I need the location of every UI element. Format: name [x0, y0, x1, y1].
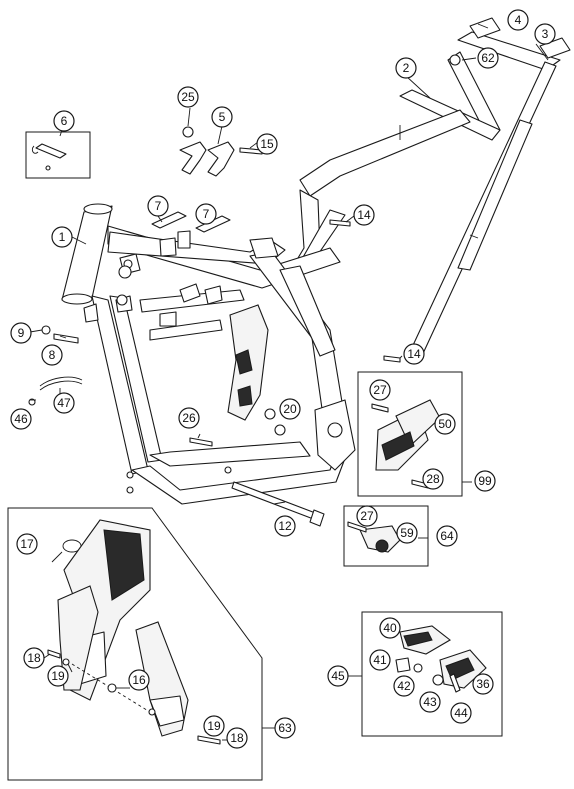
- callout-40: 40: [379, 617, 401, 639]
- callout-9: 9: [10, 322, 32, 344]
- svg-text:27: 27: [360, 509, 374, 523]
- svg-text:45: 45: [331, 669, 345, 683]
- callout-20: 20: [279, 398, 301, 420]
- svg-text:5: 5: [219, 110, 226, 124]
- callout-44: 44: [450, 702, 472, 724]
- subframe: [291, 17, 571, 361]
- callout-18a: 18: [23, 647, 45, 669]
- svg-text:1: 1: [59, 230, 66, 244]
- callout-17: 17: [16, 533, 38, 555]
- svg-text:20: 20: [283, 402, 297, 416]
- svg-text:44: 44: [454, 706, 468, 720]
- callout-50: 50: [434, 413, 456, 435]
- svg-text:26: 26: [182, 411, 196, 425]
- svg-text:64: 64: [440, 529, 454, 543]
- svg-text:2: 2: [403, 61, 410, 75]
- svg-text:4: 4: [515, 13, 522, 27]
- svg-text:3: 3: [542, 27, 549, 41]
- svg-text:63: 63: [278, 721, 292, 735]
- callout-19b: 19: [203, 715, 225, 737]
- footpeg-box: [361, 611, 503, 737]
- callout-25: 25: [177, 86, 199, 108]
- callout-26: 26: [178, 407, 200, 429]
- callouts: 1 2 3 4 5 6 7 7 8 9 12 14 14 15 16 17 18…: [10, 9, 556, 749]
- callout-1: 1: [51, 226, 73, 248]
- svg-text:16: 16: [132, 673, 146, 687]
- bracket-box: [343, 505, 429, 567]
- callout-6: 6: [53, 110, 75, 132]
- callout-27b: 27: [356, 505, 378, 527]
- svg-text:47: 47: [57, 396, 71, 410]
- callout-42: 42: [393, 675, 415, 697]
- callout-27a: 27: [369, 379, 391, 401]
- svg-text:99: 99: [478, 474, 492, 488]
- callout-41: 41: [369, 649, 391, 671]
- callout-99: 99: [474, 470, 496, 492]
- callout-43: 43: [419, 691, 441, 713]
- callout-14a: 14: [353, 204, 375, 226]
- svg-text:6: 6: [61, 114, 68, 128]
- callout-2: 2: [395, 57, 417, 79]
- svg-text:14: 14: [357, 208, 371, 222]
- callout-14b: 14: [403, 343, 425, 365]
- callout-5: 5: [211, 106, 233, 128]
- callout-59: 59: [396, 522, 418, 544]
- svg-text:42: 42: [397, 679, 411, 693]
- callout-12: 12: [274, 515, 296, 537]
- callout-36: 36: [472, 673, 494, 695]
- svg-text:62: 62: [481, 51, 495, 65]
- callout-4: 4: [507, 9, 529, 31]
- callout-18b: 18: [226, 727, 248, 749]
- callout-47: 47: [53, 392, 75, 414]
- callout-3: 3: [534, 23, 556, 45]
- svg-text:25: 25: [181, 90, 195, 104]
- svg-text:12: 12: [278, 519, 292, 533]
- chain-guide-box: [357, 371, 463, 497]
- svg-text:43: 43: [423, 695, 437, 709]
- callout-19a: 19: [47, 665, 69, 687]
- frame-protector-box: [7, 507, 263, 781]
- callout-62: 62: [477, 47, 499, 69]
- callout-28: 28: [422, 468, 444, 490]
- svg-text:17: 17: [20, 537, 34, 551]
- svg-text:15: 15: [260, 137, 274, 151]
- svg-text:41: 41: [373, 653, 387, 667]
- callout-45: 45: [327, 665, 349, 687]
- callout-16: 16: [128, 669, 150, 691]
- svg-text:7: 7: [203, 207, 210, 221]
- svg-text:18: 18: [230, 731, 244, 745]
- svg-text:9: 9: [18, 326, 25, 340]
- callout-15: 15: [256, 133, 278, 155]
- callout-64: 64: [436, 525, 458, 547]
- svg-text:27: 27: [373, 383, 387, 397]
- svg-text:50: 50: [438, 417, 452, 431]
- svg-text:46: 46: [14, 412, 28, 426]
- small-parts: [25, 54, 461, 527]
- svg-text:7: 7: [155, 199, 162, 213]
- svg-text:18: 18: [27, 651, 41, 665]
- svg-text:40: 40: [383, 621, 397, 635]
- svg-text:28: 28: [426, 472, 440, 486]
- callout-7b: 7: [195, 203, 217, 225]
- callout-63: 63: [274, 717, 296, 739]
- main-frame: [61, 203, 356, 505]
- callout-7a: 7: [147, 195, 169, 217]
- callout-46: 46: [10, 408, 32, 430]
- svg-text:59: 59: [400, 526, 414, 540]
- svg-text:19: 19: [207, 719, 221, 733]
- svg-text:8: 8: [49, 348, 56, 362]
- svg-text:36: 36: [476, 677, 490, 691]
- svg-text:14: 14: [407, 347, 421, 361]
- svg-text:19: 19: [51, 669, 65, 683]
- callout-8: 8: [41, 344, 63, 366]
